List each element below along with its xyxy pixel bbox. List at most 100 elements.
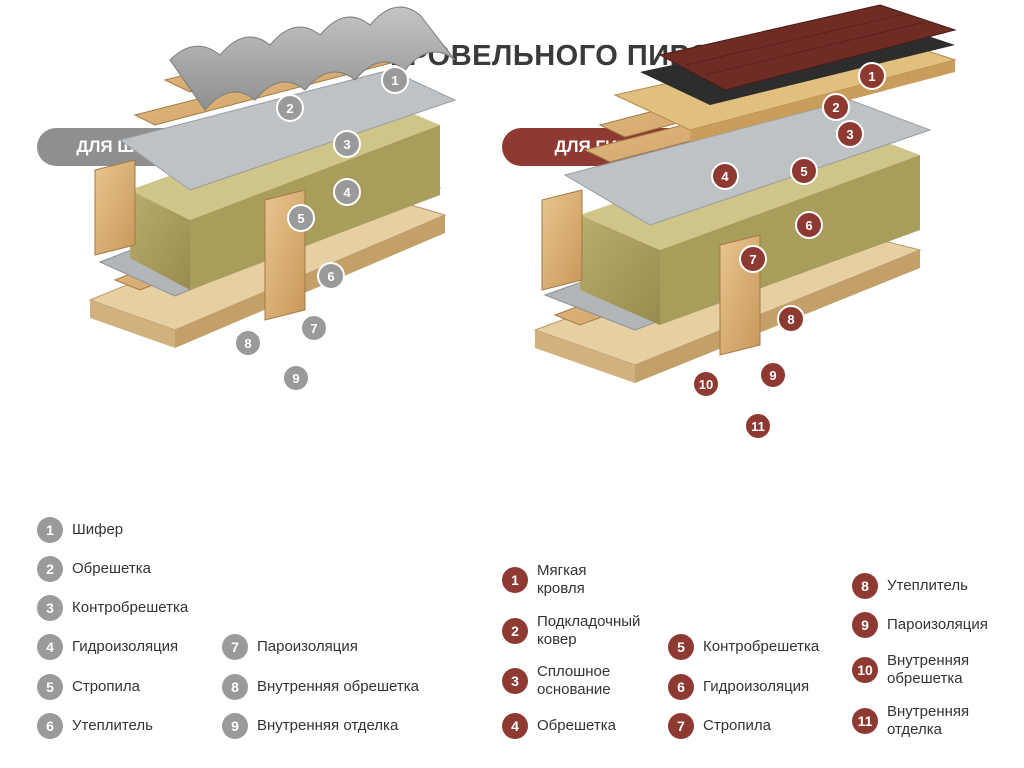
legend-item: 2 Подкладочный ковер bbox=[502, 613, 640, 649]
svg-text:6: 6 bbox=[805, 218, 812, 233]
svg-text:1: 1 bbox=[868, 69, 875, 84]
legend-label: Контробрешетка bbox=[703, 638, 820, 655]
number-badge: 9 bbox=[852, 612, 878, 638]
svg-text:2: 2 bbox=[286, 101, 293, 116]
legend-item: 2 Обрешетка bbox=[37, 556, 151, 582]
legend-item: 9 Пароизоляция bbox=[852, 612, 988, 638]
legend-item: 6 Утеплитель bbox=[37, 713, 153, 739]
marker-8: 8 bbox=[234, 329, 262, 357]
svg-text:5: 5 bbox=[297, 211, 304, 226]
legend-item: 11 Внутренняя отделка bbox=[852, 703, 969, 739]
svg-text:9: 9 bbox=[292, 371, 299, 386]
legend-item: 5 Стропила bbox=[37, 674, 140, 700]
marker-4: 4 bbox=[711, 162, 739, 190]
number-badge: 6 bbox=[668, 674, 694, 700]
legend-item: 1 Мягкая кровля bbox=[502, 562, 586, 598]
legend-item: 8 Внутренняя обрешетка bbox=[222, 674, 419, 700]
number-badge: 4 bbox=[37, 634, 63, 660]
legend-label: Стропила bbox=[703, 717, 771, 734]
number-badge: 6 bbox=[37, 713, 63, 739]
marker-7: 7 bbox=[739, 245, 767, 273]
marker-9: 9 bbox=[282, 364, 310, 392]
legend-label: Внутренняя обрешетка bbox=[257, 678, 419, 695]
svg-text:11: 11 bbox=[751, 419, 765, 434]
legend-label: Обрешетка bbox=[537, 717, 616, 734]
legend-item: 5 Контробрешетка bbox=[668, 634, 819, 660]
number-badge: 1 bbox=[37, 517, 63, 543]
legend-label: Внутренняя отделка bbox=[887, 703, 970, 738]
soft-roofing-layer bbox=[658, 4, 957, 91]
legend-label: Утеплитель bbox=[887, 577, 968, 594]
legend-item: 4 Обрешетка bbox=[502, 713, 616, 739]
legend-item: 10 Внутренняя обрешетка bbox=[852, 652, 969, 688]
legend-label: Пароизоляция bbox=[887, 616, 988, 633]
legend-label: Внутренняя обрешетка bbox=[887, 652, 970, 687]
legend-item: 7 Стропила bbox=[668, 713, 771, 739]
number-badge: 3 bbox=[37, 595, 63, 621]
legend-item: 9 Внутренняя отделка bbox=[222, 713, 398, 739]
marker-2: 2 bbox=[276, 94, 304, 122]
marker-3: 3 bbox=[333, 130, 361, 158]
number-badge: 2 bbox=[37, 556, 63, 582]
number-badge: 8 bbox=[222, 674, 248, 700]
number-badge: 5 bbox=[37, 674, 63, 700]
legend-label: Стропила bbox=[72, 678, 140, 695]
legend-label: Обрешетка bbox=[72, 560, 151, 577]
svg-text:7: 7 bbox=[749, 252, 756, 267]
marker-9: 9 bbox=[759, 361, 787, 389]
marker-5: 5 bbox=[790, 157, 818, 185]
number-badge: 5 bbox=[668, 634, 694, 660]
legend-item: 6 Гидроизоляция bbox=[668, 674, 809, 700]
number-badge: 11 bbox=[852, 708, 878, 734]
svg-text:1: 1 bbox=[391, 73, 398, 88]
legend-item: 1 Шифер bbox=[37, 517, 123, 543]
number-badge: 7 bbox=[222, 634, 248, 660]
svg-text:3: 3 bbox=[343, 137, 350, 152]
svg-text:9: 9 bbox=[769, 368, 776, 383]
svg-text:8: 8 bbox=[244, 336, 251, 351]
legend-label: Мягкая кровля bbox=[537, 562, 587, 597]
legend-label: Подкладочный ковер bbox=[537, 613, 641, 648]
number-badge: 3 bbox=[502, 668, 528, 694]
legend-item: 3 Сплошное основание bbox=[502, 663, 611, 699]
waterproofing-layer bbox=[118, 69, 457, 191]
legend-label: Шифер bbox=[72, 521, 124, 538]
legend-label: Гидроизоляция bbox=[703, 678, 810, 695]
marker-1: 1 bbox=[381, 66, 409, 94]
svg-text:8: 8 bbox=[787, 312, 794, 327]
legend-item: 7 Пароизоляция bbox=[222, 634, 358, 660]
marker-11: 11 bbox=[744, 412, 772, 440]
marker-3: 3 bbox=[836, 120, 864, 148]
number-badge: 1 bbox=[502, 567, 528, 593]
marker-6: 6 bbox=[317, 262, 345, 290]
number-badge: 8 bbox=[852, 573, 878, 599]
legend-item: 3 Контробрешетка bbox=[37, 595, 188, 621]
legend-label: Сплошное основание bbox=[537, 663, 611, 698]
shingle-roof-diagram: 1 2 3 4 5 6 7 8 9 10 11 bbox=[533, 4, 957, 440]
legend-item: 4 Гидроизоляция bbox=[37, 634, 178, 660]
svg-text:4: 4 bbox=[343, 185, 351, 200]
svg-text:6: 6 bbox=[327, 269, 334, 284]
svg-text:2: 2 bbox=[832, 100, 839, 115]
legend-label: Контробрешетка bbox=[72, 599, 189, 616]
svg-text:4: 4 bbox=[721, 169, 729, 184]
legend-label: Внутренняя отделка bbox=[257, 717, 399, 734]
slate-roof-diagram: 1 2 3 4 5 6 7 8 9 bbox=[88, 6, 457, 392]
svg-text:3: 3 bbox=[846, 127, 853, 142]
legend-label: Пароизоляция bbox=[257, 638, 358, 655]
legend-label: Гидроизоляция bbox=[72, 638, 179, 655]
marker-8: 8 bbox=[777, 305, 805, 333]
number-badge: 9 bbox=[222, 713, 248, 739]
marker-6: 6 bbox=[795, 211, 823, 239]
svg-text:7: 7 bbox=[310, 321, 317, 336]
marker-2: 2 bbox=[822, 93, 850, 121]
rafter-layer bbox=[94, 159, 136, 256]
marker-4: 4 bbox=[333, 178, 361, 206]
marker-5: 5 bbox=[287, 204, 315, 232]
marker-1: 1 bbox=[858, 62, 886, 90]
marker-7: 7 bbox=[300, 314, 328, 342]
svg-text:10: 10 bbox=[699, 377, 713, 392]
number-badge: 10 bbox=[852, 657, 878, 683]
number-badge: 2 bbox=[502, 618, 528, 644]
number-badge: 4 bbox=[502, 713, 528, 739]
